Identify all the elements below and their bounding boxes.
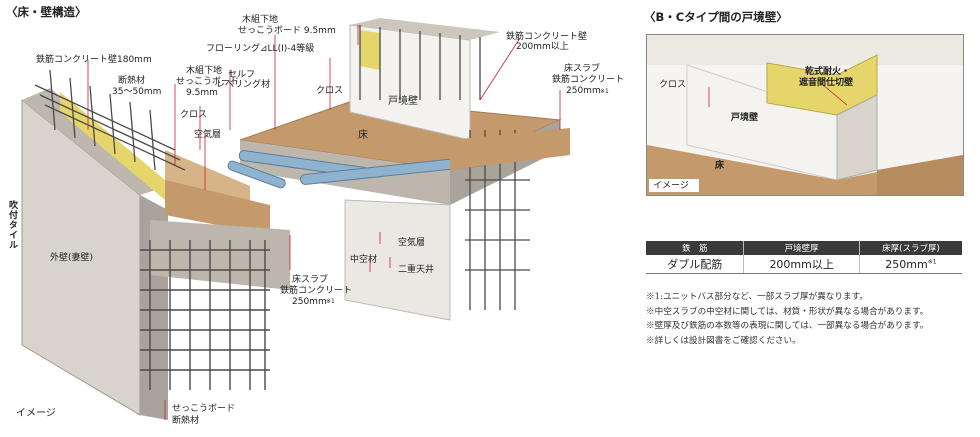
detail-label-partition-wall: 戸境壁 xyxy=(731,113,759,123)
left-floor xyxy=(165,180,270,235)
label-cloth-center: クロス xyxy=(316,86,344,96)
spec-floor-value: 250mm xyxy=(885,257,928,271)
label-tile-vertical: 吹付タイル xyxy=(7,200,17,250)
label-insulation-thickness: 35〜50mm xyxy=(112,87,162,97)
structure-illustration xyxy=(21,18,570,420)
spec-cell-wall-thickness: 200mm以上 xyxy=(743,255,860,274)
label-cloth-left: クロス xyxy=(180,110,208,120)
label-hollow-material: 中空材 xyxy=(350,255,378,265)
partition-insulation xyxy=(360,30,380,70)
label-slab-note: ※1 xyxy=(600,88,609,95)
spec-table-row: ダブル配筋 200mm以上 250mm※1 xyxy=(646,255,962,274)
spec-floor-note: ※1 xyxy=(927,257,937,265)
label-wood-base-mid-2: せっこうボード 9.5mm xyxy=(238,26,336,36)
right-slab xyxy=(450,128,570,170)
detail-label-floor: 床 xyxy=(715,161,725,171)
rebar-wall-center xyxy=(359,25,530,310)
spec-table-header-row: 鉄 筋 戸境壁厚 床厚(スラブ厚) xyxy=(646,241,962,255)
label-self-leveling-1: セルフ xyxy=(228,70,256,80)
label-partition-wall: 戸境壁 xyxy=(388,96,418,107)
label-floor-center: 床 xyxy=(358,130,368,141)
partition-detail-figure: クロス 乾式耐火・ 遮音間仕切壁 戸境壁 床 イメージ xyxy=(646,34,964,196)
label-floor-slab-2: 鉄筋コンクリート xyxy=(280,286,353,296)
spec-cell-floor-thickness: 250mm※1 xyxy=(858,255,962,274)
label-floor-slab-1: 床スラブ xyxy=(292,275,329,285)
detail-caption-bg xyxy=(649,179,699,192)
detail-label-fire-wall-2: 遮音間仕切壁 xyxy=(799,78,854,88)
right-panel-title: 〈B・Cタイプ間の戸境壁〉 xyxy=(644,10,788,24)
label-slab-2: 鉄筋コンクリート xyxy=(552,75,625,85)
label-wood-base-top-3: 9.5mm xyxy=(186,88,218,98)
spec-header-wall-thickness: 戸境壁厚 xyxy=(743,241,860,255)
detail-image-caption: イメージ xyxy=(653,181,689,191)
detail-floor-right xyxy=(877,155,963,195)
partition-wall-top xyxy=(350,18,500,40)
spec-cell-rebar: ダブル配筋 xyxy=(646,255,744,274)
label-self-leveling-2: レベリング材 xyxy=(216,80,271,90)
partition-detail-illustration xyxy=(647,35,963,195)
label-wood-base-top-2: せっこうボード xyxy=(176,77,240,87)
label-slab-3: 250mm xyxy=(566,86,601,96)
label-flooring: フローリング⊿LL(Ⅰ)-4等級 xyxy=(206,44,315,54)
label-rc-wall-200-1: 鉄筋コンクリート壁 xyxy=(506,32,588,42)
label-rc-wall-180: 鉄筋コンクリート壁180mm xyxy=(36,55,152,65)
note-item: ※詳しくは設計図書をご確認ください。 xyxy=(646,335,801,346)
structure-diagram: 〈床・壁構造〉 鉄筋コンクリート壁180mm 断熱材 35〜50mm 木組下地 … xyxy=(6,5,625,426)
label-exterior-wall: 外壁(妻壁) xyxy=(50,253,94,263)
spec-header-floor-thickness: 床厚(スラブ厚) xyxy=(858,241,962,255)
label-double-ceiling: 二重天井 xyxy=(398,265,435,275)
left-panel-title: 〈床・壁構造〉 xyxy=(6,5,87,19)
label-insulation-top: 断熱材 xyxy=(118,76,146,86)
left-image-caption: イメージ xyxy=(16,408,56,419)
label-air-layer-left: 空気層 xyxy=(194,130,222,140)
rebar-wall-top xyxy=(34,69,186,171)
label-slab-1: 床スラブ xyxy=(564,64,601,74)
label-wood-base-top-1: 木組下地 xyxy=(186,66,223,76)
detail-label-fire-wall-1: 乾式耐火・ xyxy=(805,67,851,77)
detail-leaders xyxy=(708,84,848,107)
notes-list: ※1:ユニットバス部分など、一部スラブ厚が異なります。 ※中空スラブの中空材に関… xyxy=(646,290,928,348)
lower-wall xyxy=(344,199,451,321)
detail-label-cloth: クロス xyxy=(659,80,687,90)
note-item: ※1:ユニットバス部分など、一部スラブ厚が異なります。 xyxy=(646,292,868,302)
hollow-pipes xyxy=(227,150,491,189)
label-insulation-bottom: 断熱材 xyxy=(172,416,200,426)
label-wood-base-mid-1: 木組下地 xyxy=(242,15,279,25)
label-air-layer-bottom: 空気層 xyxy=(398,238,426,248)
rebar-cage-left xyxy=(140,240,270,390)
spec-header-rebar: 鉄 筋 xyxy=(646,241,744,255)
label-gypsum-bottom: せっこうボード xyxy=(172,404,236,414)
detail-back-wall xyxy=(647,35,963,65)
note-item: ※壁厚及び鉄筋の本数等の表現に関しては、一部異なる場合があります。 xyxy=(646,321,929,331)
label-floor-slab-note: ※1 xyxy=(326,298,335,305)
left-slab xyxy=(150,220,290,290)
label-floor-slab-3: 250mm xyxy=(292,297,327,307)
spec-table: 鉄 筋 戸境壁厚 床厚(スラブ厚) ダブル配筋 200mm以上 250mm※1 xyxy=(646,241,962,274)
leader-lines xyxy=(87,25,561,420)
note-item: ※中空スラブの中空材に関しては、材質・形状が異なる場合があります。 xyxy=(646,306,929,317)
label-rc-wall-200-2: 200mm以上 xyxy=(516,42,569,52)
insulation-layer xyxy=(60,92,165,200)
